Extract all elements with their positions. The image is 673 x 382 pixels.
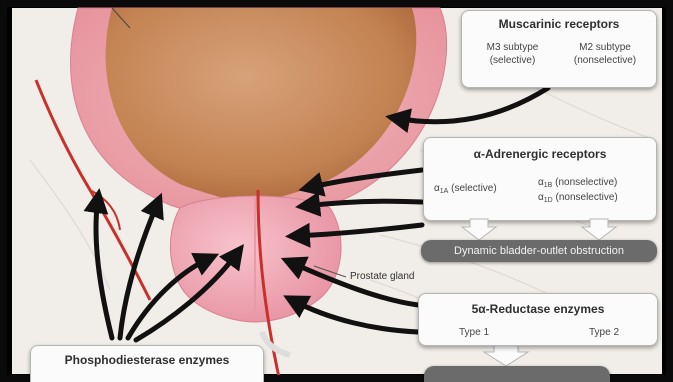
alpha-1b-suffix: (nonselective) [552, 177, 617, 188]
m2-line2: (nonselective) [560, 54, 650, 67]
m3-line2: (selective) [470, 54, 555, 67]
reductase-type2-label: Type 2 [569, 326, 639, 339]
alpha-1a-suffix: (selective) [448, 183, 496, 194]
alpha-1a-label: α1A (selective) [434, 182, 534, 198]
phosphodiesterase-title: Phosphodiesterase enzymes [31, 353, 263, 367]
muscarinic-receptors-box: Muscarinic receptors M3 subtype (selecti… [461, 10, 657, 88]
alpha-1d-label: α1D (nonselective) [538, 191, 654, 207]
m2-line1: M2 subtype [560, 41, 650, 54]
alpha-1d-subscript: 1D [544, 197, 553, 204]
m2-subtype-label: M2 subtype (nonselective) [560, 41, 650, 67]
m3-subtype-label: M3 subtype (selective) [470, 41, 555, 67]
prostate-gland-label: Prostate gland [350, 271, 415, 282]
reductase-outcome-box-partial [424, 366, 610, 382]
alpha-1b-label: α1B (nonselective) [538, 176, 654, 192]
m3-line1: M3 subtype [470, 41, 555, 54]
alpha-1d-suffix: (nonselective) [553, 192, 618, 203]
alpha-adrenergic-receptors-box: α-Adrenergic receptors α1A (selective) α… [423, 137, 657, 221]
dynamic-obstruction-box: Dynamic bladder-outlet obstruction [421, 240, 657, 262]
phosphodiesterase-enzymes-box: Phosphodiesterase enzymes [30, 345, 264, 382]
muscarinic-title: Muscarinic receptors [462, 17, 656, 31]
reductase-type1-label: Type 1 [439, 326, 509, 339]
reductase-enzymes-box: 5α-Reductase enzymes Type 1 Type 2 [418, 293, 658, 346]
reductase-title: 5α-Reductase enzymes [419, 302, 657, 316]
alpha-adrenergic-title: α-Adrenergic receptors [424, 147, 656, 161]
